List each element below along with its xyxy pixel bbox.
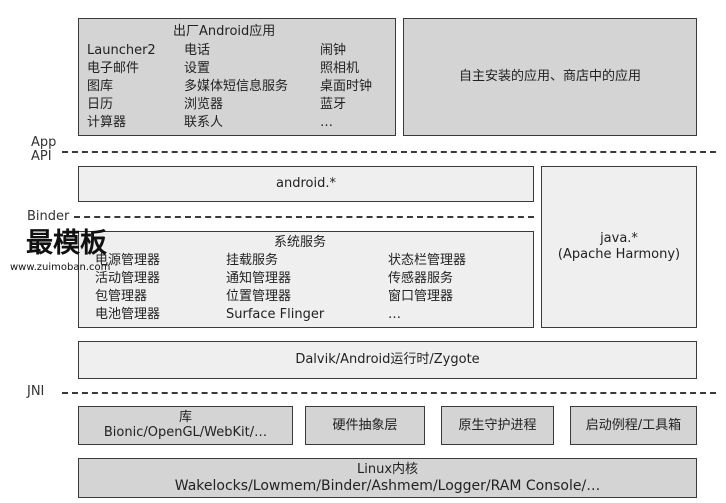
factory-app-item: 计算器 [87,115,127,130]
factory-app-item: 电子邮件 [87,61,140,76]
watermark-url: www.zuimoban.com [10,262,111,273]
system-services-box [78,231,534,328]
system-service-item: … [388,307,401,322]
factory-app-item: 多媒体短信息服务 [184,79,289,94]
app-api-label-line1: App [31,135,57,150]
system-service-item: 窗口管理器 [388,289,454,304]
system-service-item: 状态栏管理器 [388,253,467,268]
factory-app-item: 图库 [87,79,114,94]
system-service-item: 电源管理器 [95,253,161,268]
libraries-box: 库 Bionic/OpenGL/WebKit/… [78,406,293,445]
binder-divider [74,216,534,218]
kernel-title: Linux内核 [356,461,419,477]
hal-label: 硬件抽象层 [332,417,398,433]
factory-app-item: 电话 [184,43,211,58]
native-daemons-label: 原生守护进程 [458,417,537,433]
jni-divider [62,392,716,394]
binder-label: Binder [27,209,70,224]
system-service-item: 位置管理器 [226,289,292,304]
java-package-label: java.* [600,231,638,246]
hal-box: 硬件抽象层 [305,406,425,445]
system-service-item: 电池管理器 [95,307,161,322]
kernel-components: Wakelocks/Lowmem/Binder/Ashmem/Logger/RA… [174,477,601,494]
system-service-item: 挂载服务 [226,253,279,268]
system-service-item: 传感器服务 [388,271,454,286]
libraries-list: Bionic/OpenGL/WebKit/… [103,425,268,440]
app-api-label-line2: API [31,149,52,164]
system-service-item: 通知管理器 [226,271,292,286]
factory-app-item: 日历 [87,97,114,112]
runtime-box: Dalvik/Android运行时/Zygote [78,341,697,379]
user-apps-box: 自主安装的应用、商店中的应用 [403,18,697,136]
factory-app-item: 蓝牙 [320,97,347,112]
native-daemons-box: 原生守护进程 [441,406,554,445]
system-service-item: 活动管理器 [95,271,161,286]
kernel-box: Linux内核 Wakelocks/Lowmem/Binder/Ashmem/L… [78,458,697,498]
system-services-title: 系统服务 [274,235,327,250]
factory-app-item: 浏览器 [184,97,224,112]
system-service-item: Surface Flinger [226,307,325,322]
java-package-box: java.* (Apache Harmony) [541,166,697,328]
factory-app-item: 照相机 [320,61,360,76]
watermark-logo: 最模板 [26,228,107,259]
android-package-box: android.* [78,166,534,202]
android-package-label: android.* [276,176,336,191]
jni-label: JNI [27,384,45,399]
java-package-sublabel: (Apache Harmony) [557,247,681,262]
factory-app-item: 桌面时钟 [320,79,373,94]
system-service-item: 包管理器 [95,289,148,304]
user-apps-label: 自主安装的应用、商店中的应用 [458,69,641,84]
runtime-label: Dalvik/Android运行时/Zygote [295,352,480,367]
libraries-title: 库 [178,410,192,425]
init-toolbox-box: 启动例程/工具箱 [570,406,697,445]
factory-app-item: Launcher2 [87,43,156,58]
factory-app-item: 设置 [184,61,211,76]
factory-app-item: … [320,115,333,130]
factory-apps-box [78,18,396,136]
init-toolbox-label: 启动例程/工具箱 [585,417,682,433]
factory-app-item: 联系人 [184,115,224,130]
app-api-divider [62,151,716,153]
factory-apps-title: 出厂Android应用 [173,24,276,39]
factory-app-item: 闹钟 [320,43,347,58]
